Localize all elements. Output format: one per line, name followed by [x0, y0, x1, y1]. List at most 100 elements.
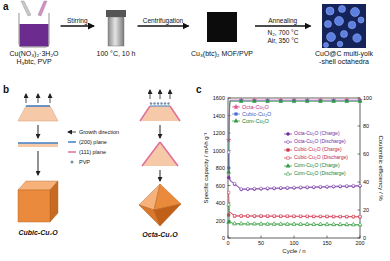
- marker-sample: [287, 157, 290, 160]
- data-marker: [339, 185, 342, 188]
- pvp-dot: [160, 102, 162, 104]
- tick-label: 200: [216, 217, 225, 223]
- legend-text: Com-Cu₂O (Charge): [294, 163, 340, 169]
- series-line-sample: [284, 150, 292, 151]
- process-stage: Cu₃(btc)₂ MOF/PVP: [189, 4, 255, 58]
- data-marker: [266, 215, 268, 217]
- panel-letter: c: [196, 84, 202, 95]
- marker-sample: [234, 119, 238, 122]
- particle: [325, 21, 332, 28]
- data-marker: [292, 222, 296, 225]
- tick-label: 800: [216, 165, 225, 171]
- tick-label: 80: [363, 123, 369, 129]
- legend-text: (111) plane: [79, 149, 106, 155]
- data-marker: [332, 216, 334, 218]
- plane-111: [142, 142, 160, 166]
- tick-label: 20: [363, 207, 369, 213]
- data-marker: [239, 99, 243, 102]
- process-stage: CuO@C multi-yolk -shell octahedra: [311, 4, 377, 66]
- data-marker: [359, 185, 362, 188]
- tick-label: 100: [289, 240, 298, 246]
- legend-sample: [284, 164, 292, 167]
- axis-tick: [358, 210, 361, 211]
- legend-text: Cubic-Cu₂O: [242, 111, 271, 117]
- figure-label: Air, 350 °C: [267, 37, 298, 44]
- data-marker: [332, 99, 336, 102]
- axis-tick: [294, 236, 295, 239]
- data-marker: [286, 215, 288, 217]
- data-marker: [313, 215, 315, 217]
- data-marker: [306, 215, 308, 217]
- data-marker: [240, 188, 243, 191]
- axis-tick: [228, 185, 231, 186]
- series-line: [229, 221, 360, 225]
- data-series: [227, 191, 361, 218]
- data-series: [227, 151, 361, 191]
- series-line: [229, 101, 360, 172]
- data-marker: [359, 216, 361, 218]
- data-marker: [253, 187, 256, 190]
- data-marker: [260, 215, 262, 217]
- data-marker: [266, 215, 268, 217]
- autoclave-body: [108, 17, 124, 46]
- data-marker: [319, 222, 323, 225]
- data-marker: [273, 187, 276, 190]
- legend-sample: [68, 132, 76, 133]
- growth-arrow-sample: [68, 132, 76, 133]
- plane-sample: [68, 151, 76, 153]
- particle: [351, 8, 360, 17]
- series-line: [229, 205, 360, 225]
- series-line-sample: [232, 114, 240, 115]
- series-line: [229, 152, 360, 189]
- data-marker: [233, 215, 235, 217]
- data-series: [227, 220, 362, 226]
- axis-tick: [358, 238, 361, 239]
- data-marker: [339, 185, 342, 188]
- particle: [339, 6, 346, 13]
- stage-label: Cu₃(btc)₂ MOF/PVP: [191, 50, 253, 58]
- data-marker: [286, 186, 289, 189]
- data-marker: [246, 187, 249, 190]
- legend-text: Com-Cu₂O: [242, 118, 269, 124]
- data-marker: [299, 186, 302, 189]
- autoclave-cap: [106, 10, 126, 17]
- data-marker: [352, 215, 354, 217]
- data-marker: [240, 215, 242, 217]
- tick-label: 1400: [213, 112, 225, 118]
- data-marker: [292, 99, 296, 102]
- data-marker: [332, 100, 334, 102]
- data-marker: [346, 215, 348, 217]
- data-marker: [253, 222, 257, 225]
- series-line: [229, 212, 360, 217]
- data-marker: [293, 215, 295, 217]
- plane-200: [26, 105, 50, 107]
- data-marker: [352, 223, 356, 226]
- data-marker: [239, 222, 243, 225]
- data-marker: [352, 222, 356, 225]
- data-marker: [319, 185, 322, 188]
- data-marker: [306, 215, 308, 217]
- marker-sample: [287, 141, 290, 144]
- data-marker: [253, 222, 257, 225]
- image-ground: [322, 4, 366, 48]
- data-marker: [279, 186, 282, 189]
- data-marker: [352, 216, 354, 218]
- data-marker: [312, 186, 315, 189]
- data-marker: [326, 185, 329, 188]
- process-arrow: [61, 25, 94, 26]
- series-line-sample: [284, 142, 292, 143]
- dropper: [21, 1, 31, 16]
- data-marker: [286, 222, 290, 225]
- data-marker: [246, 222, 250, 225]
- data-marker: [233, 183, 236, 186]
- growth-arrow: [50, 94, 51, 103]
- tick-label: 0: [226, 240, 229, 246]
- data-marker: [259, 222, 263, 225]
- legend-sample: [284, 141, 292, 144]
- data-marker: [247, 215, 249, 217]
- data-marker: [358, 222, 362, 225]
- step-label: Centrifugation: [143, 17, 183, 24]
- data-marker: [332, 185, 335, 188]
- data-marker: [233, 222, 237, 225]
- tick-label: 40: [363, 179, 369, 185]
